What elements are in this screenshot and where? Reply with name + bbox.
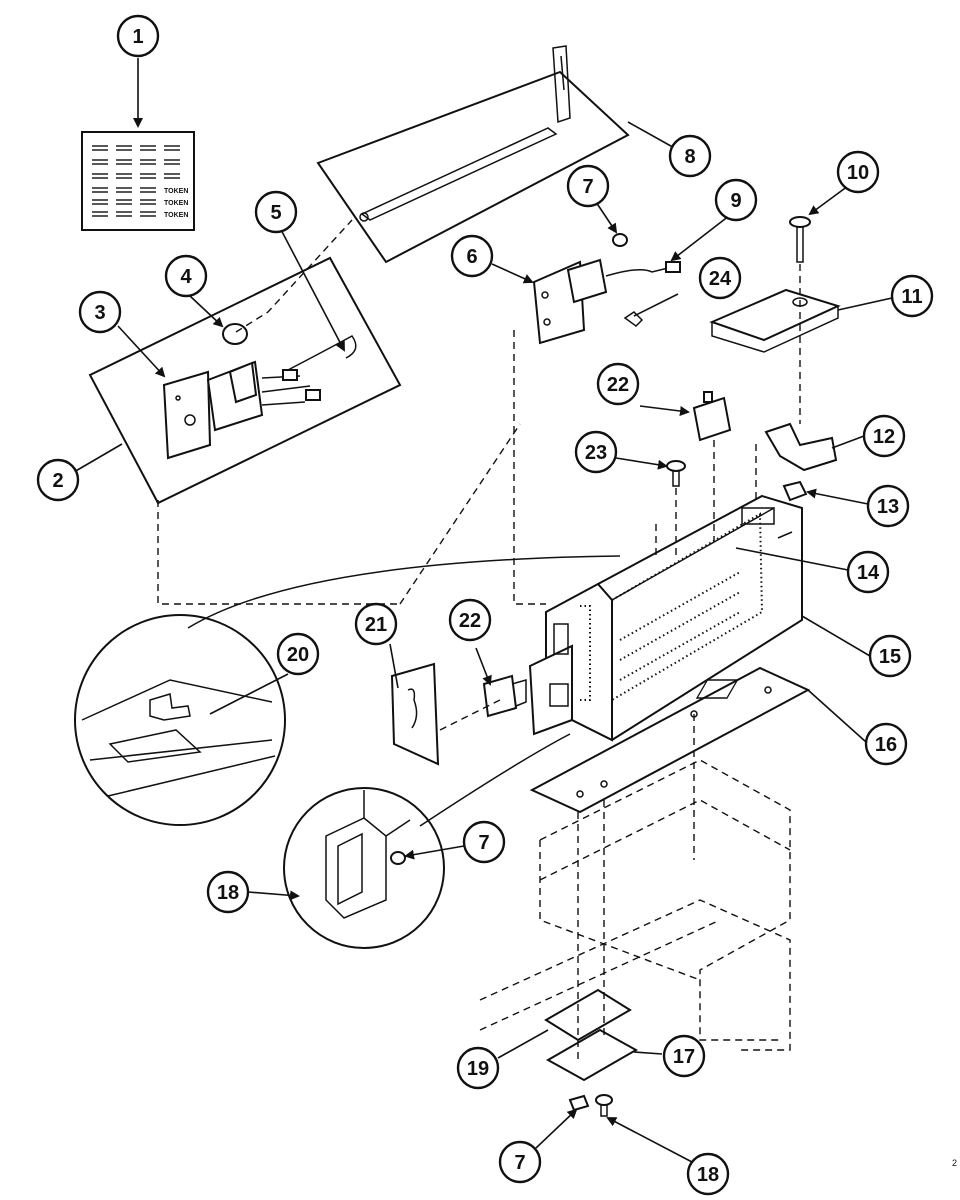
- label-card: TOKEN TOKEN TOKEN: [81, 131, 195, 231]
- label-token-text-3: TOKEN: [164, 212, 188, 219]
- svg-text:7: 7: [514, 1152, 525, 1174]
- callout-13: 13: [866, 484, 910, 528]
- front-switch: [482, 674, 527, 718]
- svg-text:8: 8: [684, 146, 695, 168]
- strap-kit-panel: [316, 45, 630, 264]
- label-token-text-2: TOKEN: [164, 200, 188, 207]
- svg-text:11: 11: [901, 286, 922, 308]
- label-token-text-1: TOKEN: [164, 188, 188, 195]
- svg-text:9: 9: [730, 190, 741, 212]
- callout-11: 11: [890, 274, 934, 318]
- bottom-screw: [595, 1094, 613, 1117]
- callout-21: 21: [354, 602, 398, 646]
- callout-18-left: 18: [206, 870, 250, 914]
- coin-acceptor-kit-panel: [88, 256, 402, 505]
- svg-text:24: 24: [709, 268, 732, 290]
- svg-text:18: 18: [217, 882, 239, 904]
- callout-12: 12: [862, 414, 906, 458]
- svg-text:12: 12: [873, 426, 895, 448]
- svg-text:6: 6: [466, 246, 477, 268]
- switch-bracket-assembly: [532, 233, 681, 345]
- lid-and-screw: [709, 216, 841, 353]
- callout-9: 9: [714, 178, 758, 222]
- svg-text:1: 1: [132, 26, 143, 48]
- callout-18-bottom: 18: [686, 1152, 730, 1196]
- callout-20: 20: [276, 632, 320, 676]
- callout-8: 8: [668, 134, 712, 178]
- svg-text:5: 5: [270, 202, 281, 224]
- svg-text:3: 3: [94, 302, 105, 324]
- callout-2: 2: [36, 458, 80, 502]
- shim-plate-17: [545, 1028, 639, 1082]
- svg-text:7: 7: [582, 176, 593, 198]
- svg-text:2: 2: [52, 470, 63, 492]
- mounting-bracket: [764, 422, 838, 502]
- svg-text:23: 23: [585, 442, 607, 464]
- callouts: 1 2 3 4 5 6 7 8 9 10 11 12 13 14 15 16 1…: [36, 14, 934, 1196]
- top-switch: [692, 391, 732, 442]
- alignment-lines: [157, 219, 801, 1060]
- callout-10: 10: [836, 150, 880, 194]
- svg-text:18: 18: [697, 1164, 719, 1186]
- svg-text:22: 22: [607, 374, 629, 396]
- callout-14: 14: [846, 550, 890, 594]
- callout-6: 6: [450, 234, 494, 278]
- callout-7-top: 7: [566, 164, 610, 208]
- svg-text:16: 16: [875, 734, 897, 756]
- label-card-lines: [92, 145, 180, 217]
- callout-16: 16: [864, 722, 908, 766]
- svg-text:15: 15: [879, 646, 901, 668]
- corner-mark: 2: [952, 1158, 957, 1168]
- callout-19: 19: [456, 1046, 500, 1090]
- detail-20: [74, 555, 621, 826]
- callout-17: 17: [662, 1034, 706, 1078]
- callout-3: 3: [78, 290, 122, 334]
- svg-text:4: 4: [180, 266, 192, 288]
- svg-text:17: 17: [673, 1046, 695, 1068]
- callout-1: 1: [116, 14, 160, 58]
- screw-23: [666, 460, 686, 487]
- svg-text:13: 13: [877, 496, 899, 518]
- detail-corner: [283, 733, 571, 949]
- svg-text:14: 14: [857, 562, 880, 584]
- svg-text:19: 19: [467, 1058, 489, 1080]
- callout-23: 23: [574, 430, 618, 474]
- callout-7-bottom: 7: [498, 1140, 542, 1184]
- coin-label-plate: [390, 662, 440, 766]
- svg-text:7: 7: [478, 832, 489, 854]
- callout-22-front: 22: [448, 598, 492, 642]
- svg-text:20: 20: [287, 644, 309, 666]
- callout-22-top: 22: [596, 362, 640, 406]
- coin-box-housing: [528, 494, 803, 742]
- svg-text:10: 10: [847, 162, 869, 184]
- shim-plate-19: [544, 988, 632, 1042]
- callout-7-detail: 7: [462, 820, 506, 864]
- svg-text:21: 21: [365, 614, 387, 636]
- bottom-nut: [568, 1094, 590, 1112]
- callout-24: 24: [698, 256, 742, 300]
- svg-text:22: 22: [459, 610, 481, 632]
- callout-15: 15: [868, 634, 912, 678]
- cabinet-outline: [479, 759, 791, 1051]
- callout-4: 4: [164, 254, 208, 298]
- callout-5: 5: [254, 190, 298, 234]
